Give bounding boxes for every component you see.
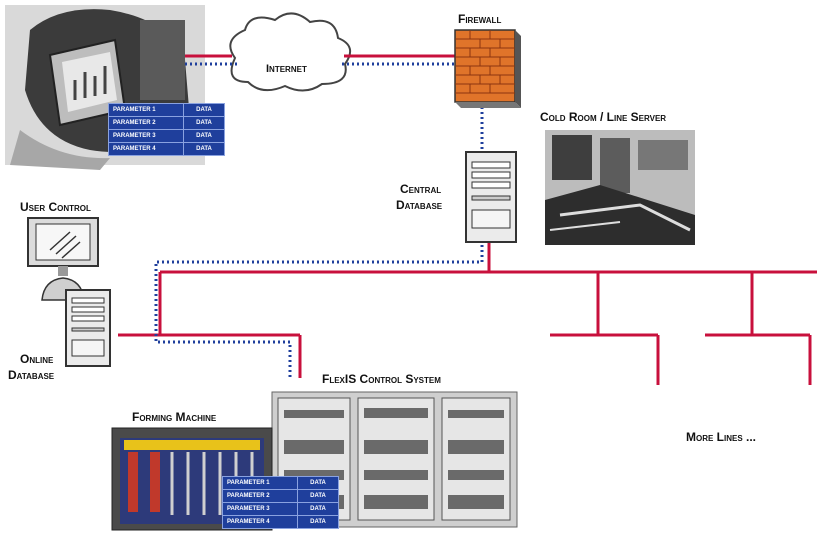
online-database-server-icon bbox=[65, 289, 111, 367]
central-database-label-line2: Database bbox=[396, 198, 443, 212]
user-control-label: User Control bbox=[20, 200, 91, 214]
parameter-value: Data bbox=[297, 515, 339, 529]
table-row: Parameter 2Data bbox=[222, 489, 339, 503]
online-database-label-line2: Database bbox=[8, 368, 55, 382]
parameter-name: Parameter 3 bbox=[222, 502, 298, 516]
parameter-name: Parameter 4 bbox=[222, 515, 298, 529]
parameter-value: Data bbox=[297, 476, 339, 490]
firewall-label: Firewall bbox=[458, 12, 502, 26]
online-database-label-line1: Online bbox=[20, 352, 54, 366]
parameter-name: Parameter 3 bbox=[108, 129, 184, 143]
network-lines bbox=[118, 54, 817, 385]
more-lines-label: More Lines ... bbox=[686, 430, 757, 444]
parameter-name: Parameter 1 bbox=[222, 476, 298, 490]
forming-machine-label: Forming Machine bbox=[132, 410, 217, 424]
parameter-name: Parameter 2 bbox=[222, 489, 298, 503]
table-row: Parameter 1Data bbox=[222, 476, 339, 490]
central-database-label-line1: Central bbox=[400, 182, 442, 196]
central-database-server-icon bbox=[465, 151, 517, 243]
table-row: Parameter 2Data bbox=[108, 116, 225, 130]
parameter-name: Parameter 4 bbox=[108, 142, 184, 156]
parameter-value: Data bbox=[183, 142, 225, 156]
parameter-value: Data bbox=[297, 489, 339, 503]
table-row: Parameter 3Data bbox=[222, 502, 339, 516]
parameter-name: Parameter 1 bbox=[108, 103, 184, 117]
cold-room-photo bbox=[545, 130, 695, 245]
firewall-icon bbox=[454, 29, 521, 108]
table-row: Parameter 4Data bbox=[222, 515, 339, 529]
cold-room-label: Cold Room / Line Server bbox=[540, 110, 667, 124]
flexis-label: FlexIS Control System bbox=[322, 372, 441, 386]
user-control-monitor-icon bbox=[27, 217, 99, 301]
table-row: Parameter 1Data bbox=[108, 103, 225, 117]
parameter-value: Data bbox=[183, 129, 225, 143]
parameter-table-bottom: Parameter 1Data Parameter 2Data Paramete… bbox=[222, 476, 339, 529]
internet-cloud bbox=[229, 12, 352, 92]
parameter-name: Parameter 2 bbox=[108, 116, 184, 130]
internet-label: Internet bbox=[266, 63, 307, 75]
data-flow-lines bbox=[154, 62, 484, 380]
parameter-table-top: Parameter 1Data Parameter 2Data Paramete… bbox=[108, 103, 225, 156]
parameter-value: Data bbox=[297, 502, 339, 516]
table-row: Parameter 3Data bbox=[108, 129, 225, 143]
table-row: Parameter 4Data bbox=[108, 142, 225, 156]
parameter-value: Data bbox=[183, 116, 225, 130]
parameter-value: Data bbox=[183, 103, 225, 117]
